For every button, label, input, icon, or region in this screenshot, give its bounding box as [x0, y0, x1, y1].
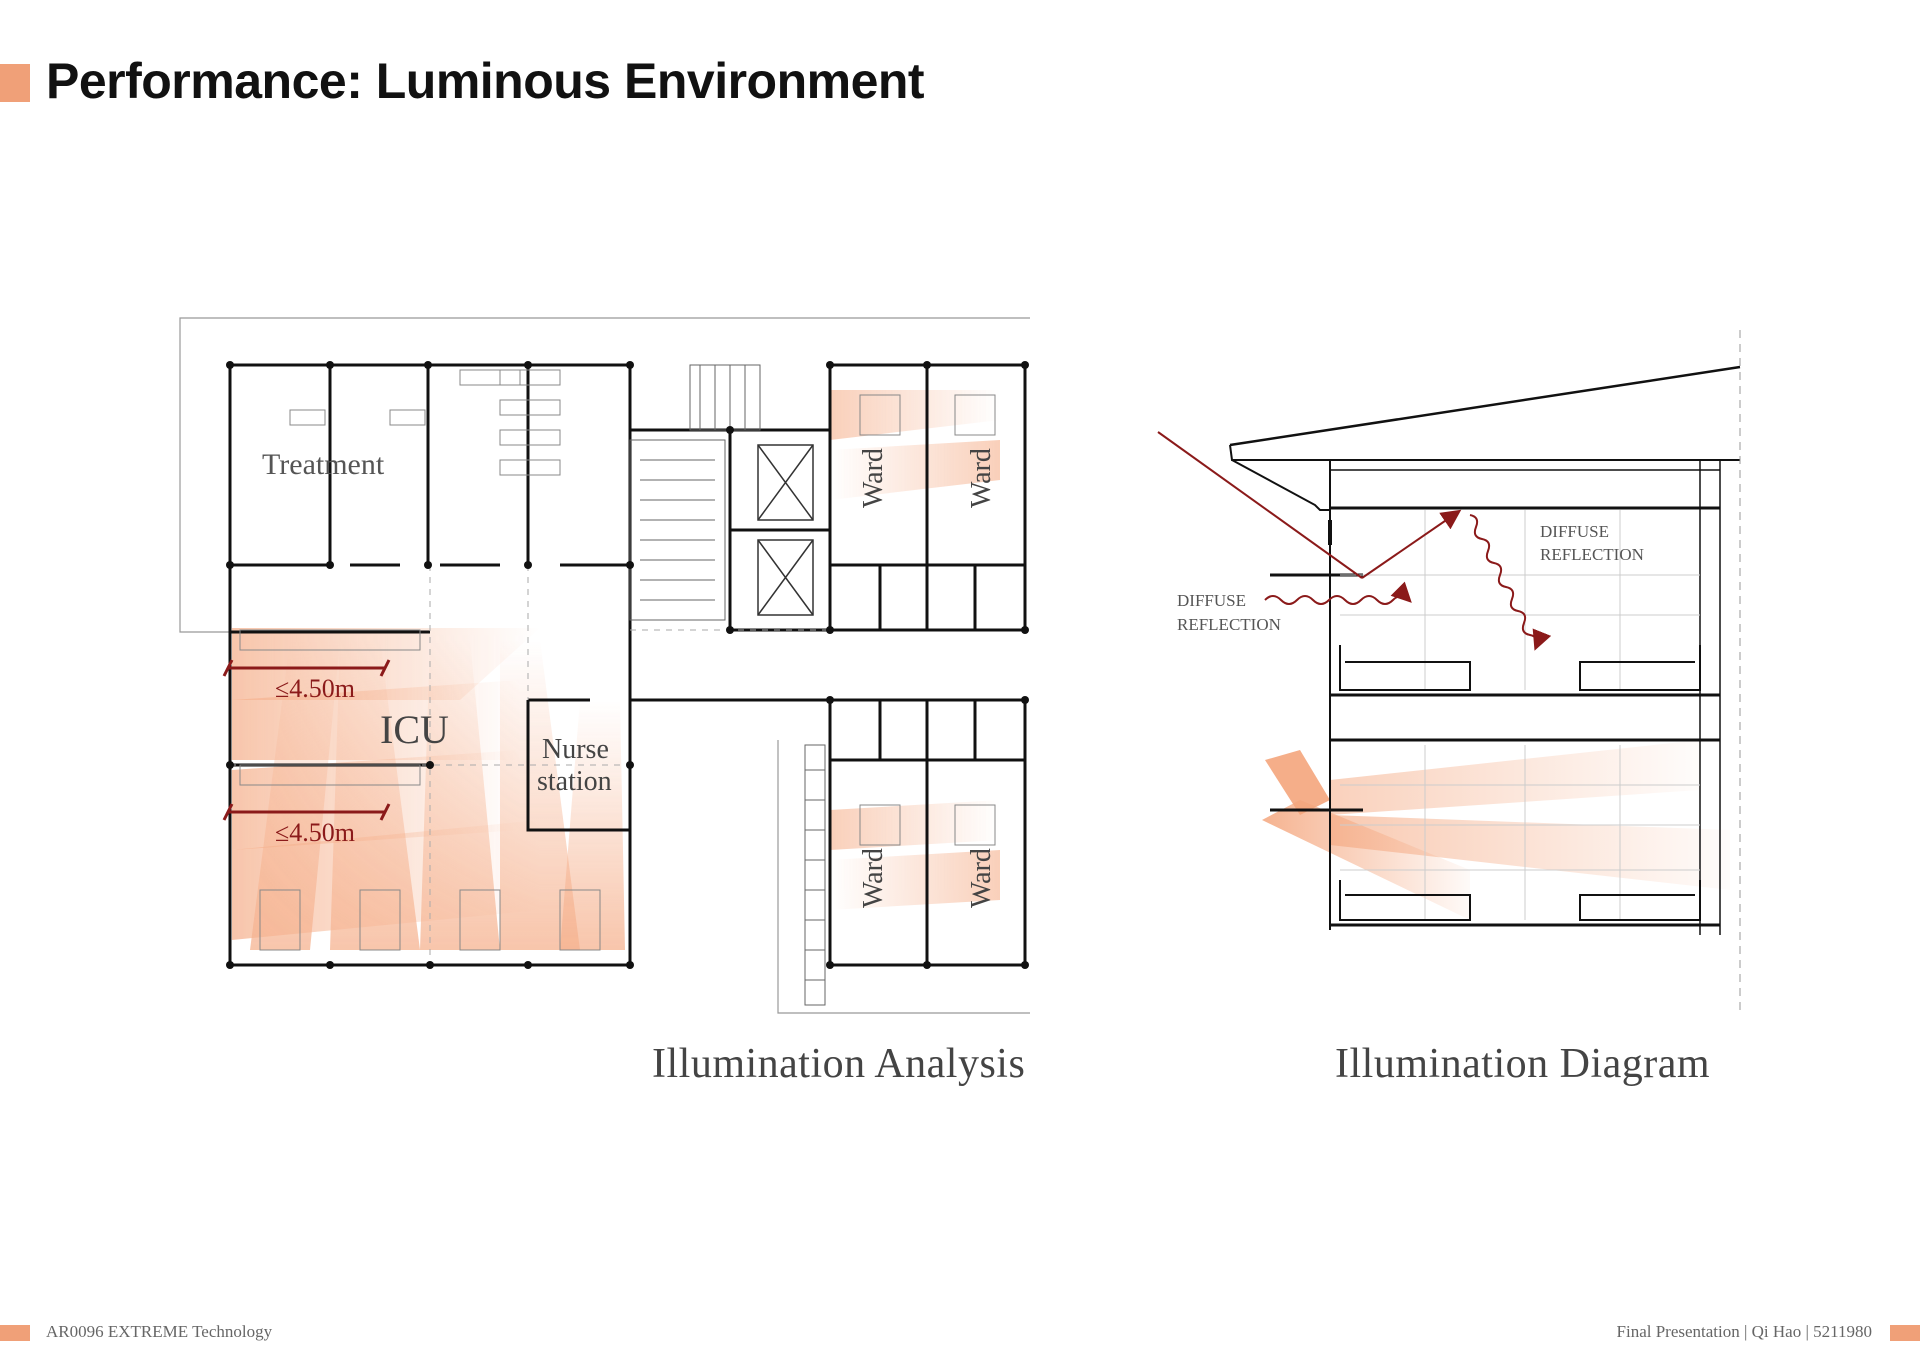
label-treatment: Treatment: [262, 448, 385, 481]
furniture: [239, 369, 996, 951]
label-ward-1: Ward: [858, 448, 889, 508]
section-light-beams: [1262, 740, 1730, 920]
label-ward-3: Ward: [858, 848, 889, 908]
floor-plan: Treatment ICU Nurse station ≤4.50m ≤4.50…: [179, 317, 1030, 1014]
sun-ray: [1157, 431, 1552, 651]
section-caption: Illumination Diagram: [1335, 1041, 1711, 1087]
dimension-lines: [222, 659, 391, 821]
label-diffuse-left: DIFFUSE: [1177, 591, 1246, 610]
icu-light-beams: [232, 628, 625, 950]
ward-light-beams: [830, 390, 1000, 910]
section-diagram: DIFFUSE REFLECTION DIFFUSE REFLECTION: [1157, 330, 1741, 1015]
elevators: [757, 444, 814, 616]
label-dimension-1: ≤4.50m: [275, 674, 355, 703]
label-diffuse-right: DIFFUSE: [1540, 522, 1609, 541]
section-beds: [1339, 645, 1701, 921]
label-reflection-left: REFLECTION: [1177, 615, 1281, 634]
label-ward-4: Ward: [966, 848, 997, 908]
columns: [226, 361, 1029, 969]
footer-left-mark: [0, 1325, 30, 1341]
section-structure: [1229, 330, 1741, 1015]
footer-left-text: AR0096 EXTREME Technology: [46, 1322, 273, 1341]
page-title: Performance: Luminous Environment: [46, 53, 925, 109]
label-dimension-2: ≤4.50m: [275, 818, 355, 847]
title-accent-mark: [0, 64, 30, 102]
footer-right-text: Final Presentation | Qi Hao | 5211980: [1616, 1322, 1872, 1341]
section-wall-grid: [1340, 510, 1700, 920]
plan-caption: Illumination Analysis: [652, 1041, 1026, 1087]
footer-right-mark: [1890, 1325, 1920, 1341]
label-icu: ICU: [380, 707, 449, 752]
site-outline: [179, 317, 1030, 1014]
label-nurse-line2: station: [537, 766, 612, 797]
label-nurse-line1: Nurse: [542, 734, 609, 765]
label-reflection-right: REFLECTION: [1540, 545, 1644, 564]
label-ward-2: Ward: [966, 448, 997, 508]
stairs: [629, 364, 826, 1006]
